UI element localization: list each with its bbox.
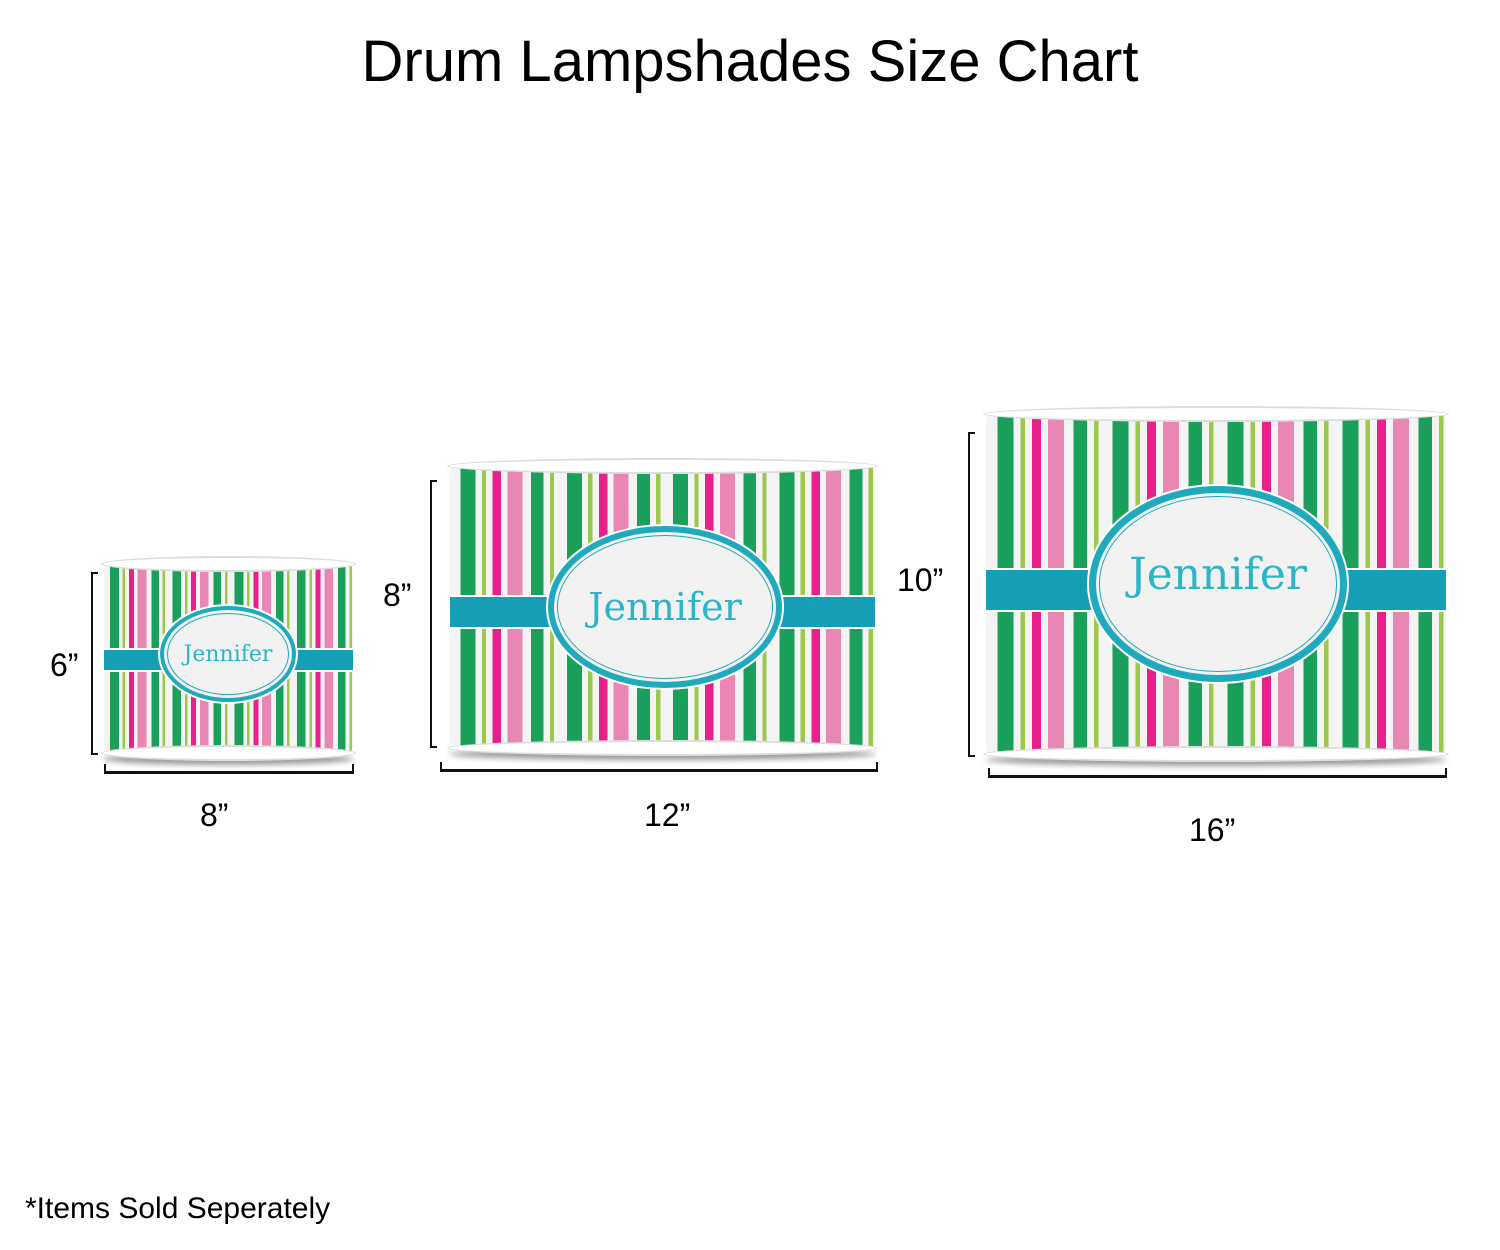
bottom-rim xyxy=(983,746,1449,762)
height-label: 6” xyxy=(50,647,79,683)
top-rim xyxy=(101,556,356,572)
bottom-rim xyxy=(447,740,878,756)
top-rim xyxy=(983,406,1449,422)
width-bracket xyxy=(440,762,878,772)
name-text: Jennifer xyxy=(1129,548,1307,600)
bottom-rim xyxy=(101,745,356,761)
name-oval: Jennifer xyxy=(548,526,782,688)
page-title: Drum Lampshades Size Chart xyxy=(361,29,1139,94)
width-label: 8” xyxy=(200,797,229,833)
footnote: *Items Sold Seperately xyxy=(25,1192,331,1225)
top-rim xyxy=(447,458,878,474)
name-text: Jennifer xyxy=(588,585,742,629)
height-label: 8” xyxy=(383,577,412,613)
name-oval: Jennifer xyxy=(1089,486,1347,682)
height-bracket xyxy=(968,432,975,757)
lampshade-medium: Jennifer xyxy=(447,458,878,756)
name-text: Jennifer xyxy=(183,641,273,667)
width-label: 12” xyxy=(644,797,691,833)
width-bracket xyxy=(988,768,1447,778)
height-bracket xyxy=(430,480,437,748)
width-label: 16” xyxy=(1189,812,1236,848)
width-bracket xyxy=(104,764,354,774)
height-bracket xyxy=(91,572,98,755)
height-label: 10” xyxy=(897,562,944,598)
lampshade-large: Jennifer xyxy=(983,406,1449,762)
lampshade-small: Jennifer xyxy=(101,556,356,761)
name-oval: Jennifer xyxy=(160,606,296,702)
